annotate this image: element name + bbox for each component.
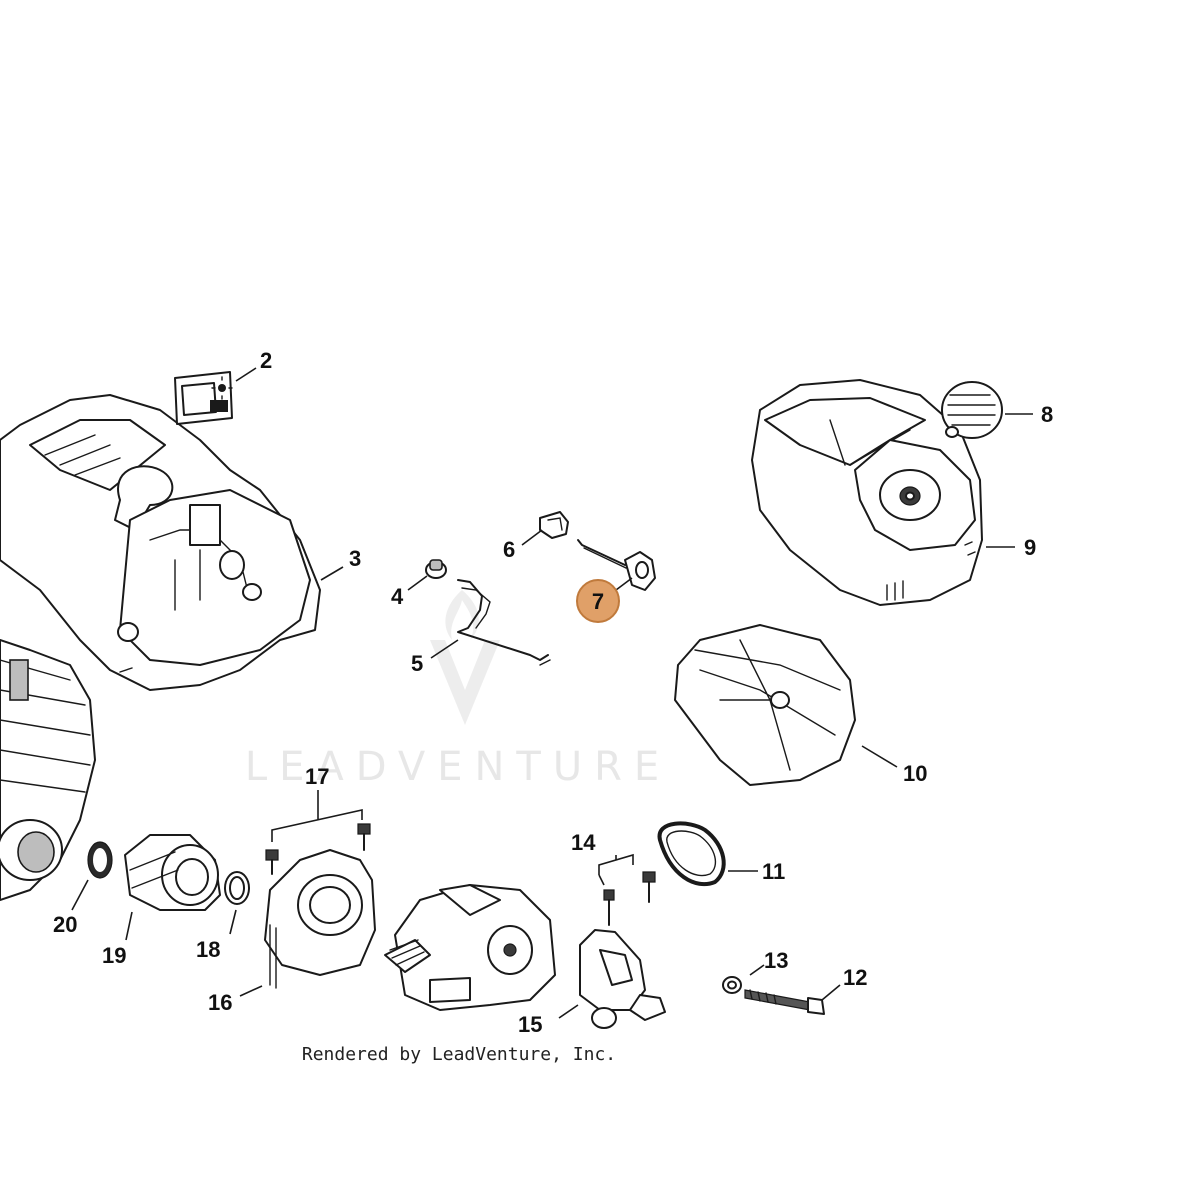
callout-4[interactable]: 4 xyxy=(391,584,404,609)
callout-16[interactable]: 16 xyxy=(208,990,232,1015)
footer-credit: Rendered by LeadVenture, Inc. xyxy=(302,1044,616,1065)
part-intake-boot xyxy=(124,834,221,911)
part-ring-20 xyxy=(87,841,113,879)
callout-6[interactable]: 6 xyxy=(503,537,515,562)
callout-19[interactable]: 19 xyxy=(102,943,126,968)
part-filter-cover xyxy=(751,379,983,606)
part-shroud xyxy=(0,394,321,691)
part-washer xyxy=(722,976,742,994)
part-long-screw xyxy=(744,989,825,1015)
callouts: 2 3 4 5 6 7 8 9 10 11 12 13 14 15 16 17 … xyxy=(53,348,1053,1037)
sun-icon xyxy=(211,376,233,400)
callout-7-highlight[interactable]: 7 xyxy=(576,579,620,623)
callout-17[interactable]: 17 xyxy=(305,764,329,789)
part-clip xyxy=(539,511,569,539)
part-cylinder xyxy=(0,639,96,901)
callout-8[interactable]: 8 xyxy=(1041,402,1053,427)
part-air-filter xyxy=(674,624,856,786)
callout-2[interactable]: 2 xyxy=(260,348,272,373)
callout-14[interactable]: 14 xyxy=(571,830,596,855)
part-carburetor xyxy=(384,884,556,1011)
part-screws-17 xyxy=(265,823,371,875)
callout-9[interactable]: 9 xyxy=(1024,535,1036,560)
callout-11[interactable]: 11 xyxy=(762,859,785,884)
callout-20[interactable]: 20 xyxy=(53,912,77,937)
callout-10[interactable]: 10 xyxy=(903,761,927,786)
part-choke-lever xyxy=(577,539,656,591)
part-knob xyxy=(941,381,1003,439)
callout-7[interactable]: 7 xyxy=(592,589,604,614)
part-manifold xyxy=(264,849,376,989)
part-decal xyxy=(174,371,233,425)
leader-lines xyxy=(71,367,1033,1019)
callout-15[interactable]: 15 xyxy=(518,1012,542,1037)
part-oring xyxy=(224,871,250,905)
part-plug xyxy=(425,559,447,579)
part-rod xyxy=(457,579,551,666)
watermark: LEADVENTURE xyxy=(245,590,671,790)
callout-12[interactable]: 12 xyxy=(843,965,867,990)
part-screws-14 xyxy=(603,871,656,926)
part-valve-15 xyxy=(579,929,666,1029)
watermark-logo-icon xyxy=(430,590,500,725)
callout-5[interactable]: 5 xyxy=(411,651,423,676)
callout-3[interactable]: 3 xyxy=(349,546,361,571)
callout-18[interactable]: 18 xyxy=(196,937,220,962)
part-gasket xyxy=(657,821,726,887)
callout-13[interactable]: 13 xyxy=(764,948,788,973)
watermark-text: LEADVENTURE xyxy=(245,744,671,790)
